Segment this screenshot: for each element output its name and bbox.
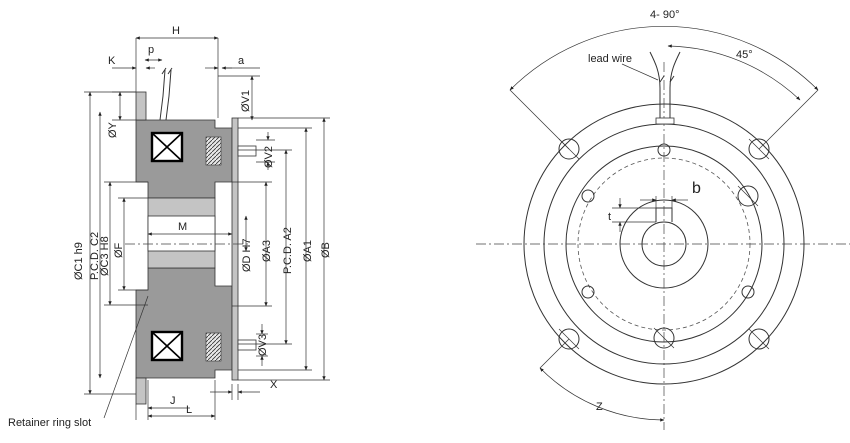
- stud-upper: [237, 145, 257, 157]
- label-J: J: [170, 395, 176, 407]
- front-view: lead wire 4- 90° 45° Z b t: [476, 9, 850, 430]
- label-A3: ØA3: [261, 240, 273, 262]
- label-4x90: 4- 90°: [650, 9, 679, 21]
- label-Y: ØY: [107, 121, 119, 138]
- label-A1: ØA1: [302, 240, 314, 262]
- side-section-view: H p K a ØV1 ØY ØV2 ØC1 h9 P.C.D. C2: [8, 25, 332, 429]
- label-X: X: [270, 379, 278, 391]
- label-M: M: [178, 221, 187, 233]
- armature-plate: [231, 117, 239, 381]
- stud-lower: [237, 339, 257, 351]
- keyway: [655, 207, 673, 222]
- flange-tab-top: [135, 91, 147, 121]
- label-F: ØF: [113, 242, 125, 258]
- label-lead-wire: lead wire: [588, 53, 632, 65]
- label-D: ØD H7: [241, 238, 253, 272]
- armature-circle: [565, 145, 763, 343]
- arc-45: [667, 44, 801, 101]
- label-p: p: [148, 44, 154, 56]
- label-PCD-A2: P.C.D. A2: [282, 227, 294, 274]
- label-a: a: [238, 55, 245, 67]
- arc-Z: [539, 367, 665, 422]
- friction-lining-lower: [205, 332, 222, 362]
- label-L: L: [186, 404, 192, 416]
- label-Z: Z: [596, 401, 603, 413]
- label-b: b: [692, 180, 701, 197]
- coil-upper: [150, 131, 184, 163]
- coil-lower: [150, 330, 184, 362]
- label-C1: ØC1 h9: [73, 242, 85, 280]
- housing-lower: [135, 267, 233, 379]
- label-PCD-C2: P.C.D. C2: [89, 232, 101, 280]
- lead-wire: [159, 69, 172, 121]
- label-K: K: [108, 55, 116, 67]
- flange-tab-bottom: [135, 377, 147, 405]
- label-H: H: [172, 25, 180, 37]
- friction-lining-upper: [205, 136, 222, 166]
- label-V1: ØV1: [240, 90, 252, 112]
- label-B: ØB: [320, 242, 332, 258]
- label-V3: ØV3: [257, 334, 269, 356]
- bore: [641, 221, 687, 267]
- label-V2: ØV2: [263, 146, 275, 168]
- label-t: t: [608, 211, 611, 223]
- label-C3: ØC3 H8: [99, 236, 111, 276]
- label-retainer-ring-slot: Retainer ring slot: [8, 417, 91, 429]
- pcd-circle: [577, 157, 751, 331]
- hub-outer: [619, 199, 709, 289]
- label-45: 45°: [736, 49, 753, 61]
- mounting-holes: [581, 143, 759, 349]
